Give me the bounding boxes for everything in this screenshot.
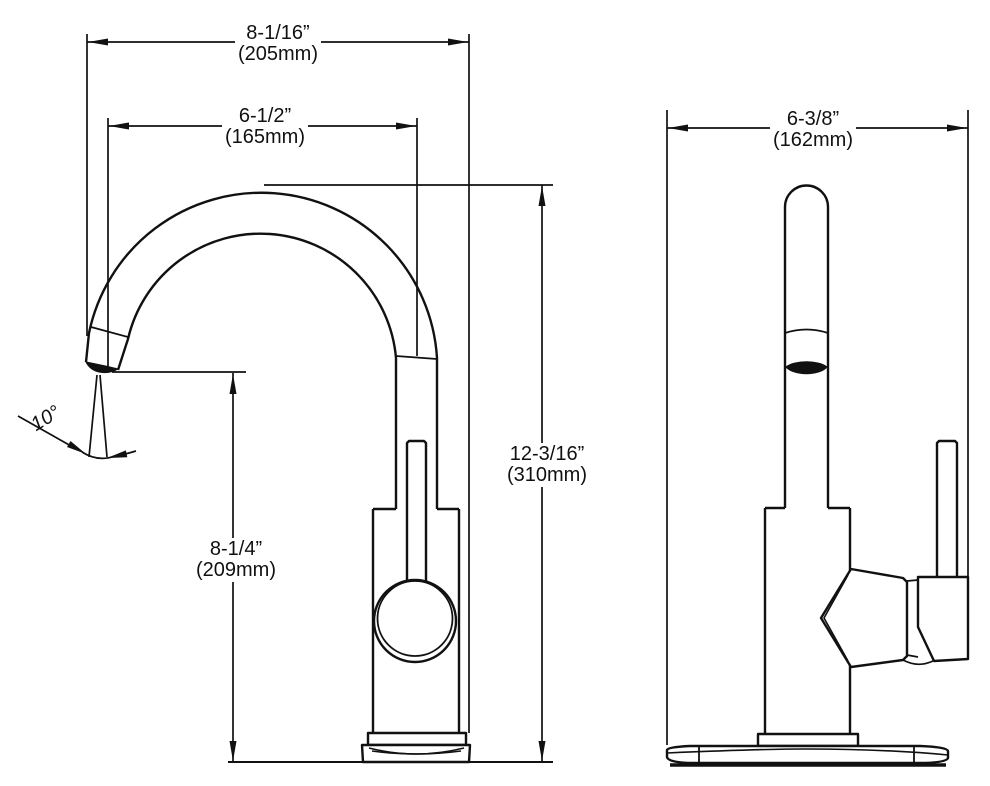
valve-neck-top [907,580,918,581]
arrowhead-right [947,124,967,132]
arrowhead-right [448,38,468,46]
faucet-body-front [667,441,968,765]
angle-line-tilted [89,375,97,457]
handle-lever-side [407,441,426,585]
dim-spout-reach-inches: 6-1/2” [238,105,292,127]
deck-plate-front-curve [667,749,948,755]
dim-outlet-height-inches: 8-1/4” [209,538,263,560]
spout-inner-contour [118,234,396,509]
front-view-drawing [667,186,968,766]
dim-overall-height-mm: (310mm) [506,464,588,486]
arrowhead-up [538,186,546,206]
arrowhead-down [538,741,546,761]
arrowhead-left [109,122,129,130]
arrowhead-angle-right [107,450,128,458]
valve-hub-outer-circle [374,580,456,662]
spout-tube-dome-top [785,186,828,208]
spout-outer-contour [86,193,437,509]
valve-cone-housing [821,569,907,667]
arrowhead-angle-left [67,441,86,454]
dim-outlet-height-label: 8-1/4” (209mm) [192,538,280,582]
outlet-opening-front [786,362,827,374]
dim-outlet-height-mm: (209mm) [195,559,277,581]
valve-cone-bevel [824,575,848,661]
arrowhead-up [229,374,237,394]
dim-overall-width-label: 6-3/8” (162mm) [769,108,857,152]
dim-overall-width-inches: 6-3/8” [786,108,840,130]
dim-overall-height-inches: 12-3/16” [509,443,585,465]
dim-outlet-angle [18,375,136,458]
dim-overall-width [667,110,968,745]
outlet-opening [86,362,118,373]
handle-base-block [918,577,968,661]
valve-neck-curve [903,660,933,664]
aerator-seam [91,327,128,337]
arrowhead-left [88,38,108,46]
dim-overall-width-mm: (162mm) [772,129,854,151]
dim-overall-reach-label: 8-1/16” (205mm) [234,22,322,66]
deck-plate-side-curve-2 [372,751,461,754]
dim-overall-reach-inches: 8-1/16” [246,22,310,44]
arrowhead-right [396,122,416,130]
valve-hub-inner-circle [378,581,453,656]
base-flange-side [368,733,466,745]
faucet-body-side [362,441,470,762]
side-view-drawing [86,193,553,762]
dim-overall-reach-mm: (205mm) [237,43,319,65]
dim-spout-reach [108,118,417,368]
spout-riser-seam [396,356,437,359]
spout-gooseneck [86,193,437,509]
base-flange-front [758,734,858,746]
dim-overall-height-label: 12-3/16” (310mm) [503,443,591,487]
spout-column-front [785,186,828,509]
arrowhead-down [229,741,237,761]
handle-lever-front [937,441,957,590]
arrowhead-left [668,124,688,132]
angle-line-vertical [100,375,107,457]
aerator-band-front [785,330,828,334]
dim-spout-reach-label: 6-1/2” (165mm) [221,105,309,149]
valve-neck-bottom [907,655,918,657]
angle-leader-line [18,416,71,446]
dim-spout-reach-mm: (165mm) [224,126,306,148]
